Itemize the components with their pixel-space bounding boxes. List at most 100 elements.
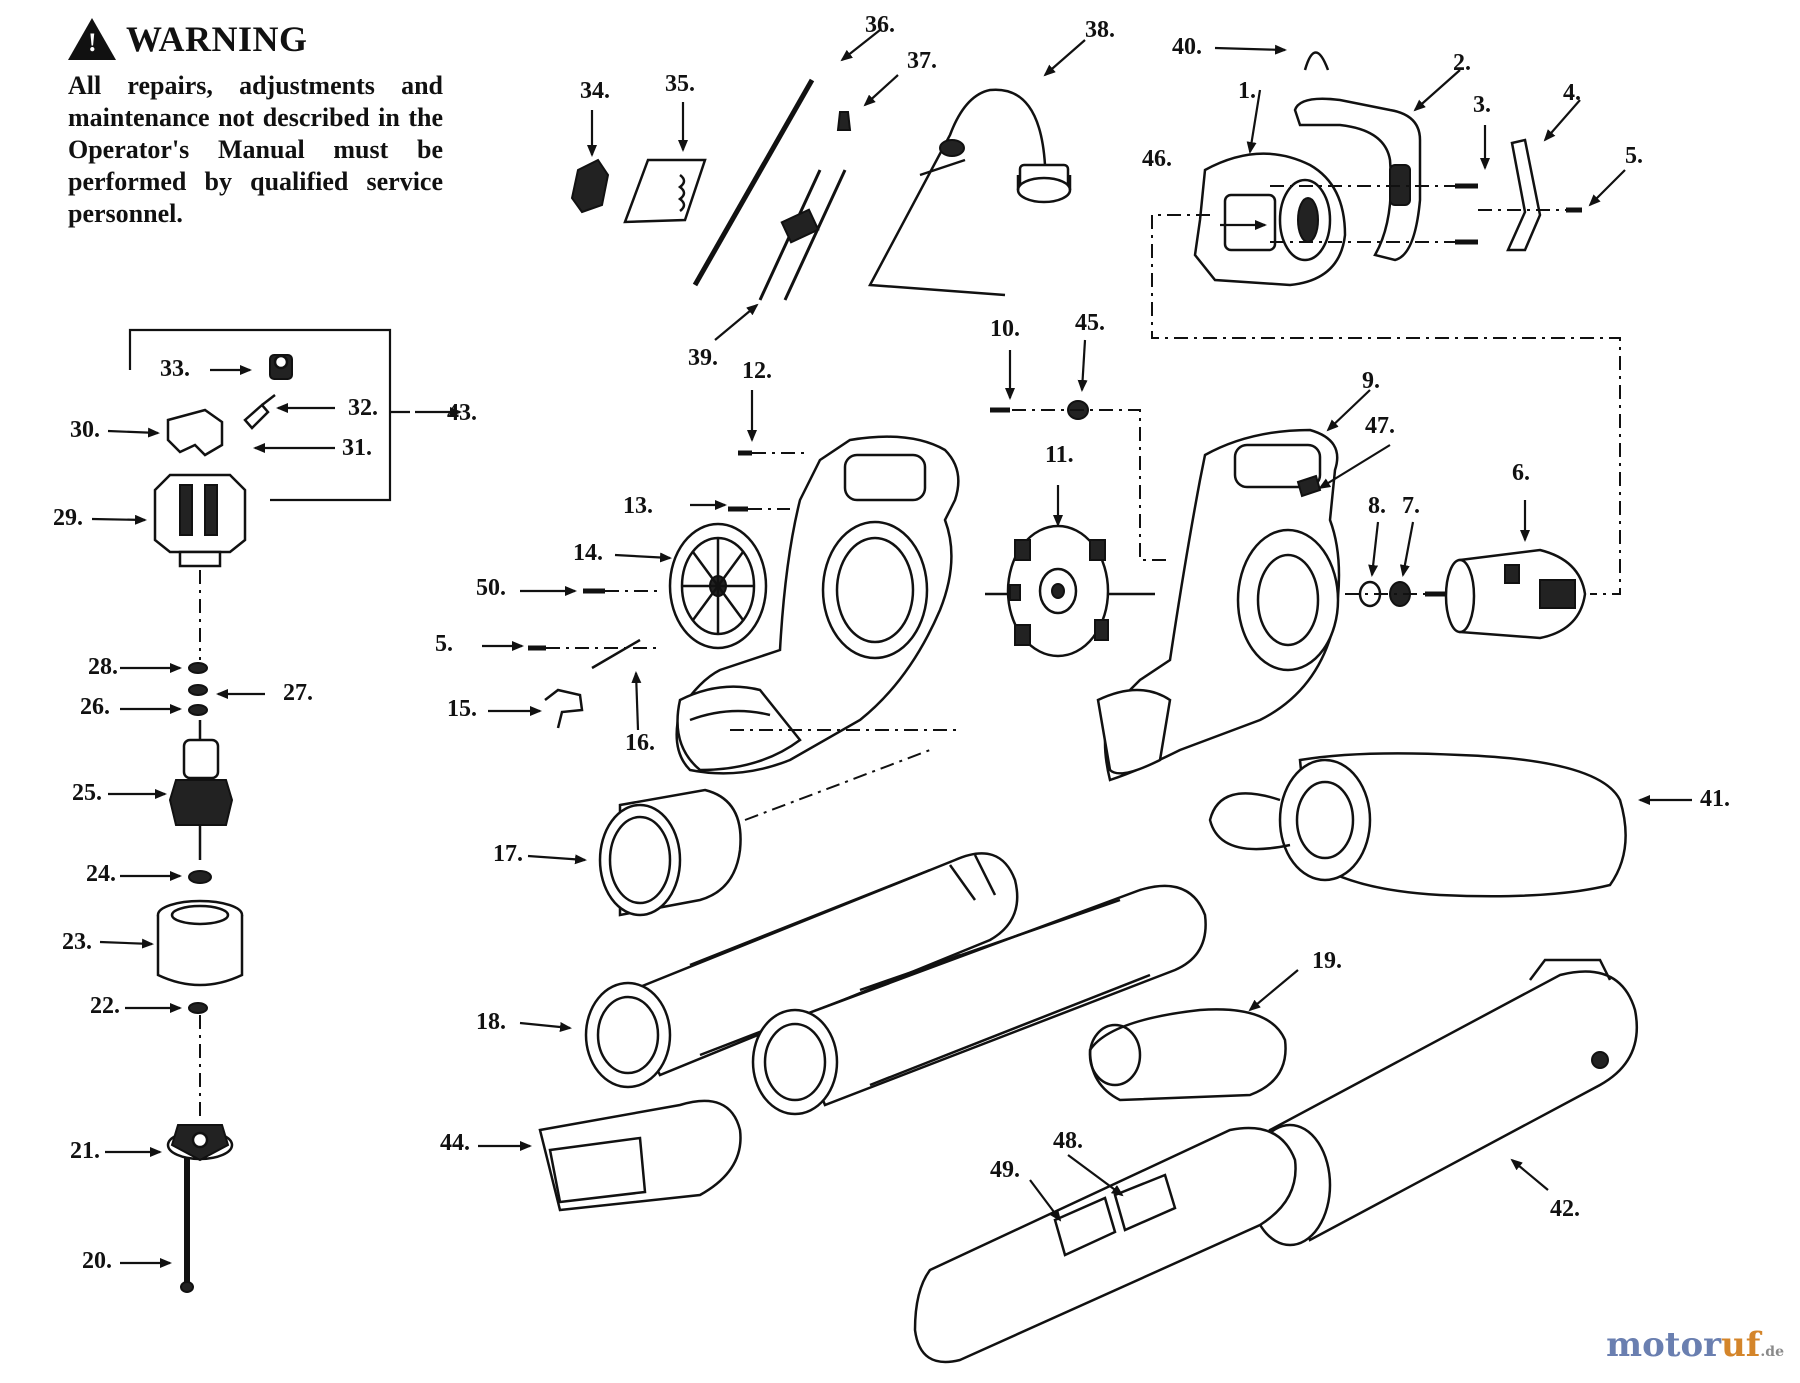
label-11: 11. [1045, 442, 1074, 468]
label-3: 3. [1473, 92, 1491, 118]
label-27: 27. [283, 680, 313, 706]
label-26: 26. [80, 694, 110, 720]
label-41: 41. [1700, 786, 1730, 812]
part-31-32-brush-spring [243, 394, 276, 430]
label-40: 40. [1172, 34, 1202, 60]
label-2: 2. [1453, 50, 1471, 76]
part-23-stator [156, 899, 244, 987]
label-46: 46. [1142, 146, 1172, 172]
label-1: 1. [1238, 78, 1256, 104]
watermark-logo: motoruf.de [1606, 1325, 1784, 1365]
part-47-button [1296, 474, 1322, 498]
label-15: 15. [447, 696, 477, 722]
part-30-brush-holder [166, 408, 224, 457]
part-19-nozzle [1088, 1008, 1287, 1102]
label-9: 9. [1362, 368, 1380, 394]
part-39-wire-leads [758, 169, 847, 301]
part-18b-tube [751, 884, 1207, 1116]
part-29-end-bell [153, 473, 247, 568]
part-40-clip [1303, 51, 1330, 71]
label-37: 37. [907, 48, 937, 74]
warning-header: ! WARNING [68, 18, 448, 60]
part-labels: 1. 2. 3. 4. 5. 5. 6. 7. 8. 9. 10. 11. 12… [53, 12, 1730, 1274]
label-29: 29. [53, 505, 83, 531]
watermark-part2: uf [1721, 1325, 1761, 1365]
part-33-brush-cap [269, 354, 293, 380]
label-23: 23. [62, 929, 92, 955]
part-38-cord [867, 88, 1072, 297]
label-43: 43. [447, 400, 477, 426]
part-11-impeller [1006, 524, 1110, 658]
label-30: 30. [70, 417, 100, 443]
part-35-plate [623, 158, 707, 224]
label-48: 48. [1053, 1128, 1083, 1154]
label-4: 4. [1563, 80, 1581, 106]
part-21-end-cap [166, 1124, 234, 1162]
label-39: 39. [688, 345, 718, 371]
label-38: 38. [1085, 17, 1115, 43]
label-32: 32. [348, 395, 378, 421]
part-34-switch [570, 158, 610, 214]
label-45: 45. [1075, 310, 1105, 336]
label-17: 17. [493, 841, 523, 867]
handle-assembly [1151, 97, 1621, 595]
label-31: 31. [342, 435, 372, 461]
label-7: 7. [1402, 493, 1420, 519]
warning-notice: ! WARNING All repairs, adjustments and m… [68, 18, 448, 230]
label-25: 25. [72, 780, 102, 806]
label-5b: 5. [435, 631, 453, 657]
label-24: 24. [86, 861, 116, 887]
label-12: 12. [742, 358, 772, 384]
label-5a: 5. [1625, 143, 1643, 169]
part-4-bracket [1506, 138, 1542, 252]
part-25-armature [168, 720, 234, 860]
label-44: 44. [440, 1130, 470, 1156]
part-18-tube [584, 852, 1019, 1089]
label-35: 35. [665, 71, 695, 97]
part-48-49-long-nozzle [913, 1126, 1297, 1364]
label-42: 42. [1550, 1196, 1580, 1222]
warning-text: All repairs, adjustments and maintenance… [68, 71, 443, 228]
label-28: 28. [88, 654, 118, 680]
watermark-part3: .de [1760, 1344, 1784, 1360]
label-36: 36. [865, 12, 895, 38]
leader-arrows [91, 29, 1692, 1268]
part-15-lever [544, 688, 584, 729]
label-8: 8. [1368, 493, 1386, 519]
part-12-13-50-5-screws [528, 450, 810, 651]
label-22: 22. [90, 993, 120, 1019]
label-14: 14. [573, 540, 603, 566]
label-20: 20. [82, 1248, 112, 1274]
part-16-spring [591, 638, 641, 670]
label-6: 6. [1512, 460, 1530, 486]
part-20-bolt [180, 1158, 194, 1293]
warning-triangle-icon: ! [68, 18, 116, 60]
label-19: 19. [1312, 948, 1342, 974]
part-26-washer [188, 704, 208, 716]
label-21: 21. [70, 1138, 100, 1164]
part-17-coupler [598, 788, 742, 917]
warning-heading: WARNING [126, 19, 308, 59]
label-34: 34. [580, 78, 610, 104]
label-10: 10. [990, 316, 1020, 342]
part-2-handle [1293, 97, 1422, 262]
part-37-nut [836, 111, 852, 131]
part-6-motor [1425, 548, 1587, 640]
part-24-washer [188, 870, 212, 884]
part-3-screws [1455, 183, 1478, 245]
label-18: 18. [476, 1009, 506, 1035]
label-49: 49. [990, 1157, 1020, 1183]
part-41-bag [1208, 752, 1627, 898]
blower-housing [528, 400, 1587, 782]
part-44-flat-nozzle [538, 1099, 742, 1212]
top-accessories [570, 51, 1330, 301]
part-9-right-housing [1103, 428, 1341, 782]
motor-assembly [128, 328, 410, 1293]
part-14-fan-cover [668, 522, 768, 650]
part-27-washer [188, 684, 208, 696]
part-1-46-motor-housing [1193, 152, 1347, 287]
label-47: 47. [1365, 413, 1395, 439]
part-22-washer [188, 1002, 208, 1014]
label-13: 13. [623, 493, 653, 519]
